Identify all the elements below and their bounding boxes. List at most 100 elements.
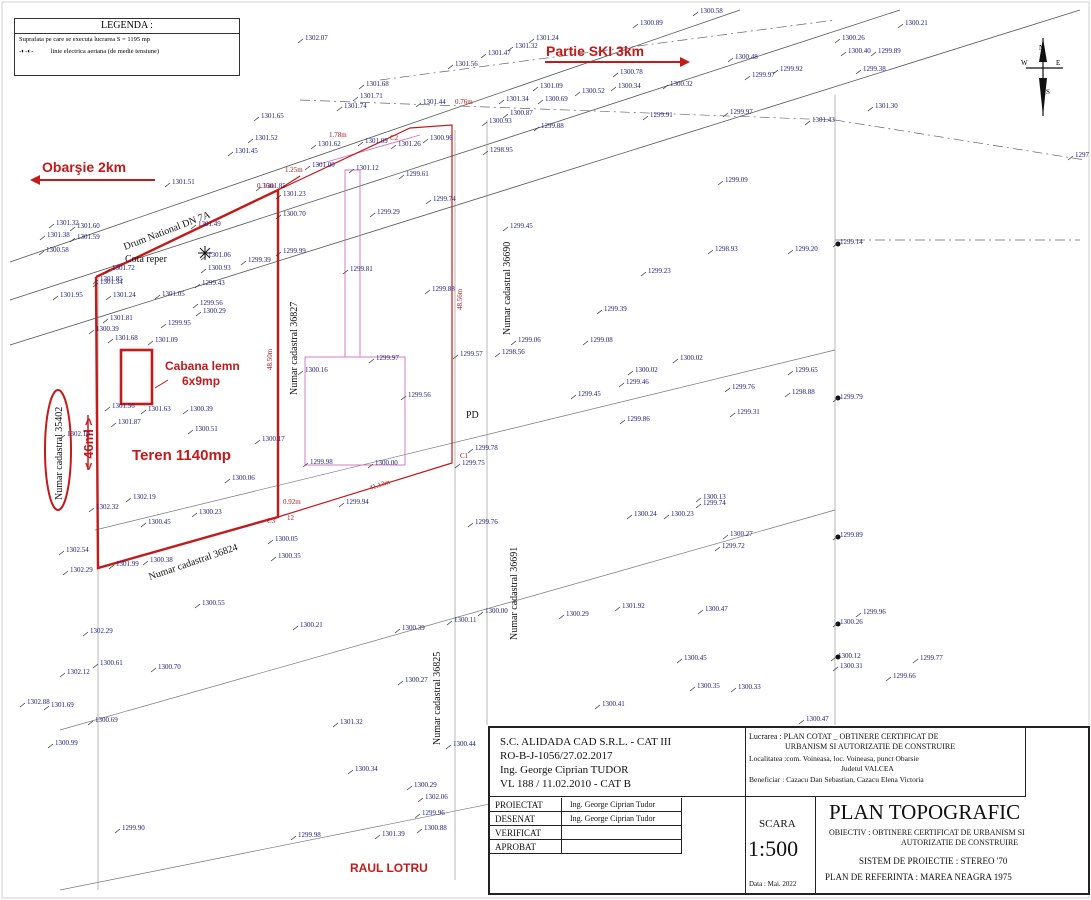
elevation-tick: [532, 86, 539, 92]
elevation-tick: [855, 69, 862, 75]
elevation-value: 1300.27: [405, 676, 428, 684]
elevation-point: 1302.12: [59, 668, 90, 678]
elevation-point: 1299.43: [194, 279, 225, 289]
elevation-value: 1301.63: [148, 405, 171, 413]
elevation-point: 1299.09: [717, 176, 748, 186]
corner-c1: C1: [460, 452, 469, 460]
elevation-tick: [367, 463, 374, 469]
elevation-tick: [275, 251, 282, 257]
elevation-point: 1300.16: [297, 366, 328, 376]
elevation-value: 1298.93: [715, 245, 738, 253]
elevation-tick: [867, 106, 874, 112]
elevation-point: 1300.38: [142, 556, 173, 566]
elevation-value: 1298.88: [792, 388, 815, 396]
elevation-tick: [454, 463, 461, 469]
scara-cell: SCARA 1:500 Data : Mai. 2022: [745, 796, 816, 893]
elevation-point: 1301.62: [310, 140, 341, 150]
elevation-tick: [88, 329, 95, 335]
parcel-boundary-east: [277, 124, 453, 518]
elevation-point: 1300.24: [626, 510, 657, 520]
elevation-tick: [182, 409, 189, 415]
elevation-tick: [48, 223, 55, 229]
teren-label: Teren 1140mp: [132, 447, 231, 464]
elevation-tick: [481, 121, 488, 127]
elevation-tick: [618, 382, 625, 388]
elevation-tick: [662, 84, 669, 90]
elevation-value: 1299.76: [475, 518, 498, 526]
legend-line-text: linie electrica aeriana (de medie tensiu…: [50, 48, 160, 55]
dim-076: 0.76m: [455, 98, 473, 106]
obarsie-label: Obarşie 2km: [42, 159, 126, 175]
elevation-tick: [38, 250, 45, 256]
elevation-tick: [834, 38, 841, 44]
elevation-tick: [297, 38, 304, 44]
elevation-value: 1301.60: [77, 222, 100, 230]
elevation-tick: [494, 352, 501, 358]
elevation-value: 1299.09: [725, 176, 748, 184]
elevation-tick: [104, 268, 111, 274]
elevation-point: 1299.14: [832, 238, 863, 248]
elevation-tick: [832, 622, 839, 628]
elevation-value: 1299.81: [350, 265, 373, 273]
cad-35402-ellipse: [44, 389, 72, 511]
elevation-value: 1302.07: [305, 34, 328, 42]
elevation-value: 1301.87: [118, 418, 141, 426]
elevation-value: 1299.06: [518, 336, 541, 344]
elevation-tick: [406, 785, 413, 791]
elevation-value: 1299.97: [730, 108, 753, 116]
elevation-value: 1302.54: [66, 546, 89, 554]
elevation-value: 1300.31: [840, 662, 863, 670]
elevation-tick: [192, 303, 199, 309]
elevation-point: 1302.10: [59, 430, 90, 440]
elevation-tick: [744, 75, 751, 81]
elevation-value: 1302.12: [67, 668, 90, 676]
elevation-value: 1300.78: [620, 68, 643, 76]
elevation-value: 1300.39: [402, 624, 425, 632]
elevation-value: 1301.30: [875, 102, 898, 110]
elevation-point: 1301.32: [332, 718, 363, 728]
elevation-point: 1301.85: [92, 275, 123, 285]
elevation-point: 1300.29: [406, 781, 437, 791]
elevation-point: 1302.06: [417, 793, 448, 803]
elevation-point: 1301.71: [352, 92, 383, 102]
elevation-tick: [400, 395, 407, 401]
elevation-tick: [689, 686, 696, 692]
elevation-point: 1301.32: [507, 42, 538, 52]
elevation-point: 1300.70: [150, 663, 181, 673]
elevation-value: 1299.74: [433, 195, 456, 203]
localitate: Localitatea :com. Voineasa, loc. Voineas…: [749, 754, 919, 763]
elevation-value: 1302.88: [27, 698, 50, 706]
elevation-tick: [125, 497, 132, 503]
elevation-value: 1301.39: [382, 830, 405, 838]
elevation-value: 1300.41: [602, 700, 625, 708]
elevation-point: 1301.51: [164, 178, 195, 188]
elevation-value: 1300.21: [300, 621, 323, 629]
title-block: S.C. ALIDADA CAD S.R.L. - CAT III RO-B-J…: [488, 726, 1090, 895]
elevation-point: 1301.99: [108, 560, 139, 570]
elevation-tick: [528, 38, 535, 44]
elevation-point: 1301.43: [804, 116, 835, 126]
elevation-tick: [663, 514, 670, 520]
elevation-point: 1300.61: [92, 659, 123, 669]
elevation-point: 1299.57: [452, 350, 483, 360]
elevation-tick: [832, 397, 839, 403]
cabana-arrow: [154, 379, 169, 389]
elevation-point: 1300.47: [697, 605, 728, 615]
elevation-value: 1300.99: [55, 739, 78, 747]
elevation-tick: [292, 625, 299, 631]
elevation-point: 1299.06: [510, 336, 541, 346]
elevation-tick: [87, 720, 94, 726]
elevation-point: 1301.38: [39, 231, 70, 241]
elevation-point: 1301.72: [104, 264, 135, 274]
elevation-tick: [240, 260, 247, 266]
elevation-value: 1301.47: [488, 49, 511, 57]
beneficiar: Beneficiar : Cazacu Dan Sebastian, Cazac…: [749, 775, 924, 784]
elevation-value: 1299.65: [795, 366, 818, 374]
dim-125: 1.25m: [285, 166, 303, 174]
elevation-tick: [692, 11, 699, 17]
elevation-value: 1301.51: [172, 178, 195, 186]
elevation-point: 1301.09: [357, 137, 388, 147]
river-lines: [59, 349, 836, 891]
elevation-point: 1300.45: [676, 654, 707, 664]
elevation-tick: [722, 112, 729, 118]
